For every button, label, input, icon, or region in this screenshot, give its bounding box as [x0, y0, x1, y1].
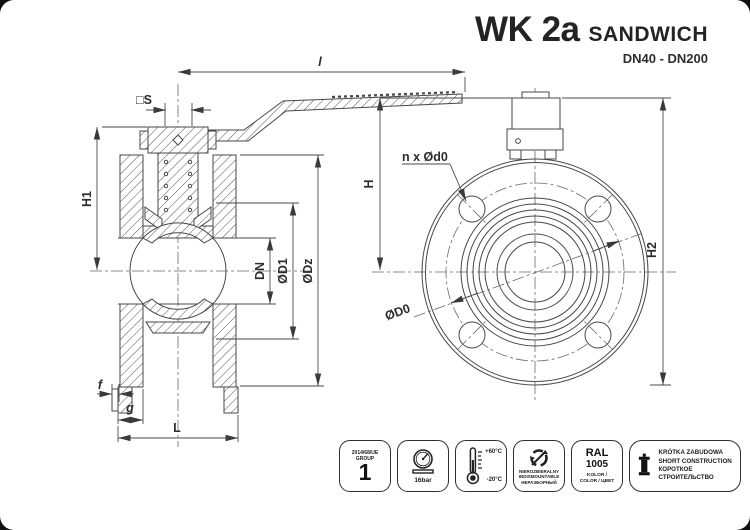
front-view: H H2 n x Ød0 ØD0 [362, 88, 676, 402]
thermometer-icon [466, 447, 482, 485]
temperature-min: -20°C [486, 477, 502, 483]
construction-ru: КОРОТКОЕ СТРОИТЕЛЬСТВО [658, 466, 714, 482]
non-dismountable-en: INDISMOUNTABLE [518, 474, 560, 480]
ball-seat-bottom [142, 298, 214, 320]
dim-label-g: g [125, 401, 134, 415]
dim-label-h2: H2 [645, 242, 659, 258]
boss-lug-right [207, 130, 217, 150]
valve-silhouette-icon [638, 453, 650, 476]
badge-short-construction: KRÓTKA ZABUDOWA SHORT CONSTRUCTION КОРОТ… [629, 440, 741, 492]
ral-code: 1005 [585, 458, 609, 470]
dim-label-stem-square: □S [136, 93, 152, 107]
page-header: WK 2a SANDWICH DN40 - DN200 [475, 10, 708, 66]
non-dismountable-icon [530, 449, 548, 467]
body-web [145, 321, 211, 334]
body-flange-upper-left [119, 154, 144, 239]
gasket-lip [111, 388, 119, 412]
dim-label-h1: H1 [80, 191, 94, 207]
badge-ral-color: RAL 1005 KOLOR / COLOR / ЦВЕТ [571, 440, 623, 492]
badge-pressure: 16bar [397, 440, 449, 492]
bolt-circle [445, 182, 625, 362]
body-flange-lower-left [119, 303, 144, 388]
dim-label-lever-length: l [318, 55, 322, 69]
dim-label-f: f [98, 378, 104, 392]
product-series: SANDWICH [588, 23, 708, 46]
callout-leader-bolt-holes [449, 163, 467, 202]
body-flange-lower-right [212, 303, 237, 388]
raised-face-rings [460, 197, 610, 347]
bore-circle-inner [504, 241, 566, 303]
ped-group-text: GROUP [355, 455, 375, 462]
badge-temperature: +60°C -20°C [455, 440, 507, 492]
body-flange-upper-right [212, 154, 237, 239]
non-dismountable-pl: NIEROZBIERALNY [518, 468, 559, 474]
dim-label-d1: ØD1 [276, 258, 290, 284]
construction-en: SHORT CONSTRUCTION [658, 457, 732, 465]
temperature-max: +60°C [485, 449, 502, 455]
certification-badges: 2014/68/UE GROUP 1 16bar [339, 440, 741, 492]
dim-label-bolt-circle: ØD0 [383, 301, 412, 323]
construction-pl: KRÓTKA ZABUDOWA [658, 449, 723, 457]
dim-label-h: H [362, 179, 376, 188]
dim-label-dn: DN [253, 262, 267, 280]
badge-non-dismountable: NIEROZBIERALNY INDISMOUNTABLE НЕРАЗБОРНЫ… [513, 440, 565, 492]
ball-seat-top [142, 222, 214, 244]
boss-lug-left [139, 130, 149, 150]
flange-outer-circle [421, 158, 649, 386]
bore-circle-outer [496, 233, 574, 311]
pressure-gauge-icon [412, 449, 434, 474]
color-label-en-ru: COLOR / ЦВЕТ [579, 478, 615, 484]
handle-lever [198, 93, 463, 142]
product-model: WK 2a [475, 10, 580, 49]
stem-square-mark [172, 134, 184, 146]
non-dismountable-ru: НЕРАЗБОРНЫЙ [521, 479, 557, 485]
color-label-pl: KOLOR / [586, 472, 607, 478]
ped-group-number: 1 [358, 458, 372, 485]
pressure-value: 16bar [414, 477, 432, 484]
flange-foot-right [223, 386, 239, 414]
ped-directive-text: 2014/68/UE [351, 449, 379, 456]
callout-label-bolt-holes: n x Ød0 [402, 150, 448, 164]
badge-ped-directive: 2014/68/UE GROUP 1 [339, 440, 391, 492]
bolt-holes [457, 194, 613, 350]
dim-label-dz: ØDz [301, 259, 315, 284]
dim-line-bolt-circle [413, 232, 644, 318]
section-view: l □S H1 DN ØD1 ØDz [80, 55, 466, 447]
spring-washers [163, 159, 193, 213]
dn-range: DN40 - DN200 [622, 51, 708, 66]
ral-standard: RAL [585, 446, 609, 459]
dim-label-length: L [173, 421, 181, 435]
stem-top-view [506, 91, 564, 160]
